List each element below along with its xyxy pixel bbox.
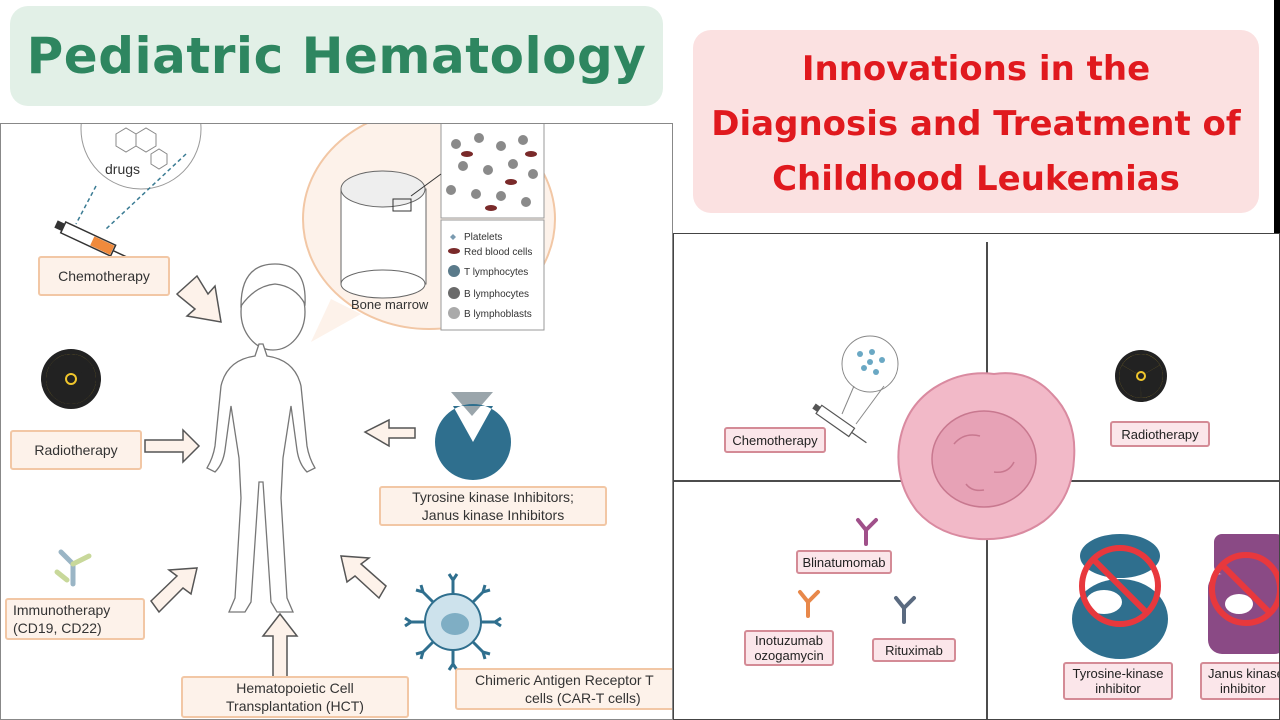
left-label-hct-line-2: Transplantation (HCT) [226, 698, 364, 714]
bone-marrow-bubble: Bone marrow Platelets Red blood cells T … [302, 124, 556, 342]
drugs-label: drugs [105, 161, 140, 177]
legend-t-lymphocytes: T lymphocytes [464, 267, 528, 278]
right-label-chemotherapy-text: Chemotherapy [732, 432, 818, 448]
syringe-icon [812, 403, 867, 444]
arrow-immunotherapy [150, 567, 198, 614]
arrow-tki [363, 418, 416, 448]
left-label-hct: Hematopoietic Cell Transplantation (HCT) [181, 676, 409, 718]
arrow-cart [340, 555, 387, 600]
antibody-icon-rituximab [894, 596, 916, 624]
left-label-immunotherapy-line-1: Immunotherapy [13, 602, 111, 618]
left-label-chemotherapy: Chemotherapy [38, 256, 170, 296]
right-label-janus-kinase-line-2: inhibitor [1220, 681, 1266, 696]
janus-kinase-icon [1208, 534, 1279, 654]
right-label-inotuzumab-line-1: Inotuzumab [755, 633, 823, 648]
left-label-immunotherapy: Immunotherapy (CD19, CD22) [5, 598, 145, 640]
legend-platelets: Platelets [464, 232, 502, 243]
radiation-icon [41, 349, 101, 409]
title-right-banner: Innovations in the Diagnosis and Treatme… [693, 30, 1259, 213]
bone-marrow-label: Bone marrow [351, 297, 429, 312]
right-label-blinatumomab: Blinatumomab [796, 550, 892, 574]
child-silhouette-icon [206, 263, 316, 613]
legend-red-blood-cells: Red blood cells [464, 247, 532, 258]
right-label-janus-kinase-line-1: Janus kinase [1208, 666, 1280, 681]
left-label-car-t-line-1: Chimeric Antigen Receptor T [475, 672, 654, 688]
right-label-radiotherapy: Radiotherapy [1110, 421, 1210, 447]
right-label-tyrosine-kinase-line-2: inhibitor [1095, 681, 1141, 696]
right-diagram-graphics [674, 242, 1279, 719]
kinase-inhibitor-icon [435, 392, 511, 480]
syringe-icon [54, 220, 131, 260]
left-label-radiotherapy: Radiotherapy [10, 430, 142, 470]
title-right-line-2: Diagnosis and Treatment of [711, 104, 1241, 144]
left-label-tki-line-1: Tyrosine kinase Inhibitors; [412, 489, 574, 505]
arrows [144, 274, 416, 691]
arrow-radiotherapy [144, 428, 201, 464]
right-label-rituximab: Rituximab [872, 638, 956, 662]
right-diagram-panel: Chemotherapy Radiotherapy Blinatumomab I… [673, 233, 1280, 720]
left-label-tki-line-2: Janus kinase Inhibitors [421, 507, 565, 523]
left-label-radiotherapy-text: Radiotherapy [34, 442, 118, 458]
legend-b-lymphocytes: B lymphocytes [464, 289, 529, 300]
drugs-molecule-icon: drugs [75, 124, 202, 230]
antibody-icon [54, 549, 92, 587]
title-right-line-1: Innovations in the [801, 49, 1151, 89]
cancer-cell-icon [897, 372, 1076, 541]
left-label-tki: Tyrosine kinase Inhibitors; Janus kinase… [379, 486, 607, 526]
radiation-icon [1115, 350, 1167, 402]
antibody-icon-blinatumomab [856, 518, 878, 546]
right-label-tyrosine-kinase: Tyrosine-kinase inhibitor [1063, 662, 1173, 700]
tyrosine-kinase-icon [1072, 534, 1168, 659]
arrow-chemotherapy [175, 274, 222, 323]
legend-b-lymphoblasts: B lymphoblasts [464, 309, 532, 320]
left-label-car-t-line-2: cells (CAR-T cells) [525, 690, 641, 706]
antibody-icon-inotuzumab [798, 590, 820, 618]
right-label-radiotherapy-text: Radiotherapy [1121, 426, 1199, 442]
title-left-banner: Pediatric Hematology [10, 6, 663, 106]
car-t-cell-icon [404, 573, 502, 671]
right-label-inotuzumab-line-2: ozogamycin [754, 648, 824, 663]
right-label-janus-kinase: Janus kinase inhibitor [1200, 662, 1280, 700]
right-label-tyrosine-kinase-line-1: Tyrosine-kinase [1072, 666, 1164, 681]
left-label-hct-line-1: Hematopoietic Cell [236, 680, 354, 696]
left-diagram-panel: drugs Bone marrow [0, 123, 673, 720]
bone-marrow-icon [340, 170, 427, 299]
prohibition-icon [1079, 545, 1161, 627]
prohibition-icon [1209, 552, 1279, 626]
left-label-car-t: Chimeric Antigen Receptor T cells (CAR-T… [455, 668, 672, 710]
drug-bubble-icon [841, 335, 899, 425]
right-label-chemotherapy: Chemotherapy [724, 427, 826, 453]
title-right-line-3: Childhood Leukemias [772, 159, 1180, 199]
legend-swatches [448, 234, 460, 319]
left-diagram-graphics: drugs Bone marrow [41, 124, 556, 691]
right-label-inotuzumab: Inotuzumab ozogamycin [744, 630, 834, 666]
right-label-rituximab-text: Rituximab [885, 642, 943, 658]
title-left-text: Pediatric Hematology [26, 27, 647, 85]
right-label-blinatumomab-text: Blinatumomab [802, 554, 886, 570]
left-label-immunotherapy-line-2: (CD19, CD22) [13, 620, 102, 636]
left-label-chemotherapy-text: Chemotherapy [58, 268, 150, 284]
